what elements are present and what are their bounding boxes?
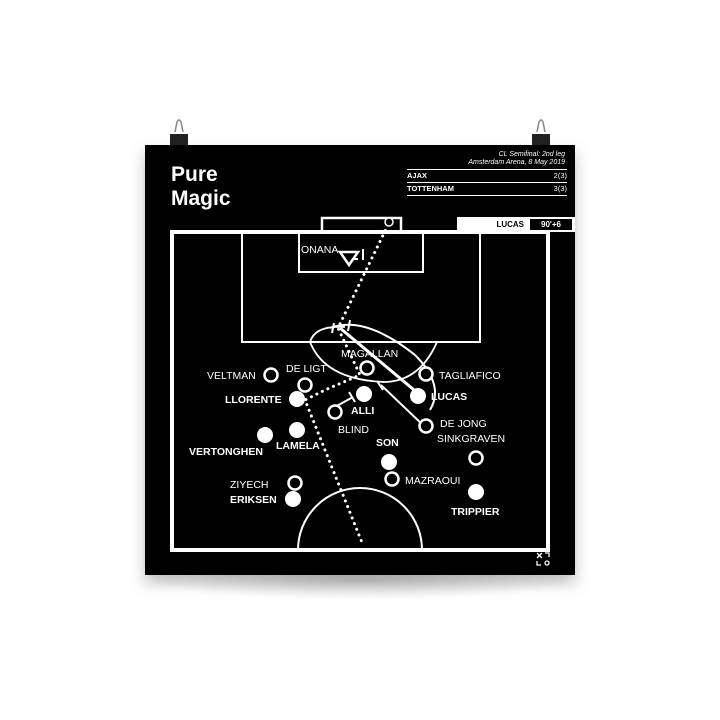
poster-title: Pure Magic xyxy=(171,163,231,211)
lucas-run-line xyxy=(339,326,421,397)
player-lamela xyxy=(289,422,305,438)
team-score: 3(3) xyxy=(553,184,567,193)
team-name: AJAX xyxy=(407,171,428,180)
score-row-home: AJAX 2(3) xyxy=(407,169,567,182)
player-vertonghen xyxy=(257,427,273,443)
player-de-ligt xyxy=(297,377,313,393)
label-de-ligt: DE LIGT xyxy=(286,363,327,375)
label-trippier: TRIPPIER xyxy=(451,506,500,518)
player-blind xyxy=(327,404,343,420)
label-sinkgraven: SINKGRAVEN xyxy=(437,433,505,445)
title-line-2: Magic xyxy=(171,187,231,210)
goal-minute: 90'+6 xyxy=(530,219,572,230)
six-yard-box xyxy=(298,231,424,273)
label-lucas: LUCAS xyxy=(431,391,467,403)
label-eriksen: ERIKSEN xyxy=(230,494,277,506)
scorer-name: LUCAS xyxy=(496,220,524,229)
binder-clip-icon xyxy=(532,119,550,148)
scorer-box: LUCAS 90'+6 xyxy=(457,217,575,232)
label-llorente: LLORENTE xyxy=(225,394,282,406)
competition-label: CL Semifinal: 2nd leg xyxy=(498,151,565,158)
center-circle xyxy=(297,487,423,551)
match-meta: CL Semifinal: 2nd leg Amsterdam Arena, 8… xyxy=(468,151,565,167)
team-score: 2(3) xyxy=(553,171,567,180)
brand-logo-icon xyxy=(536,552,550,566)
player-son xyxy=(381,454,397,470)
player-tagliafico xyxy=(418,366,434,382)
goalkeeper-triangle-icon xyxy=(337,250,361,268)
label-mazraoui: MAZRAOUI xyxy=(405,475,460,487)
title-line-1: Pure xyxy=(171,163,218,186)
player-de-jong xyxy=(418,418,434,434)
player-ziyech xyxy=(287,475,303,491)
venue-date-label: Amsterdam Arena, 8 May 2019 xyxy=(468,159,565,166)
penalty-arc xyxy=(309,341,438,383)
label-alli: ALLI xyxy=(351,405,374,417)
pitch-diagram: ONANA MAGALLAN VELTMAN DE LIGT TAGLIAFIC… xyxy=(170,216,550,566)
player-trippier xyxy=(468,484,484,500)
label-magallan: MAGALLAN xyxy=(341,348,398,360)
label-onana: ONANA xyxy=(301,244,338,256)
label-son: SON xyxy=(376,437,399,449)
label-de-jong: DE JONG xyxy=(440,418,487,430)
label-veltman: VELTMAN xyxy=(207,370,256,382)
score-table: AJAX 2(3) TOTTENHAM 3(3) xyxy=(407,169,567,196)
player-alli xyxy=(356,386,372,402)
team-name: TOTTENHAM xyxy=(407,184,454,193)
player-mazraoui xyxy=(384,471,400,487)
player-sinkgraven xyxy=(468,450,484,466)
label-tagliafico: TAGLIAFICO xyxy=(439,370,501,382)
label-vertonghen: VERTONGHEN xyxy=(189,446,263,458)
player-magallan xyxy=(359,360,375,376)
player-veltman xyxy=(263,367,279,383)
poster: Pure Magic CL Semifinal: 2nd leg Amsterd… xyxy=(145,145,575,575)
player-eriksen xyxy=(285,491,301,507)
run-line xyxy=(329,323,436,411)
de-jong-line xyxy=(380,384,426,428)
ball-icon xyxy=(384,217,394,227)
binder-clip-icon xyxy=(170,119,188,148)
label-ziyech: ZIYECH xyxy=(230,479,269,491)
label-blind: BLIND xyxy=(338,424,369,436)
label-lamela: LAMELA xyxy=(276,440,320,452)
player-llorente xyxy=(289,391,305,407)
score-row-away: TOTTENHAM 3(3) xyxy=(407,182,567,196)
player-lucas xyxy=(410,388,426,404)
